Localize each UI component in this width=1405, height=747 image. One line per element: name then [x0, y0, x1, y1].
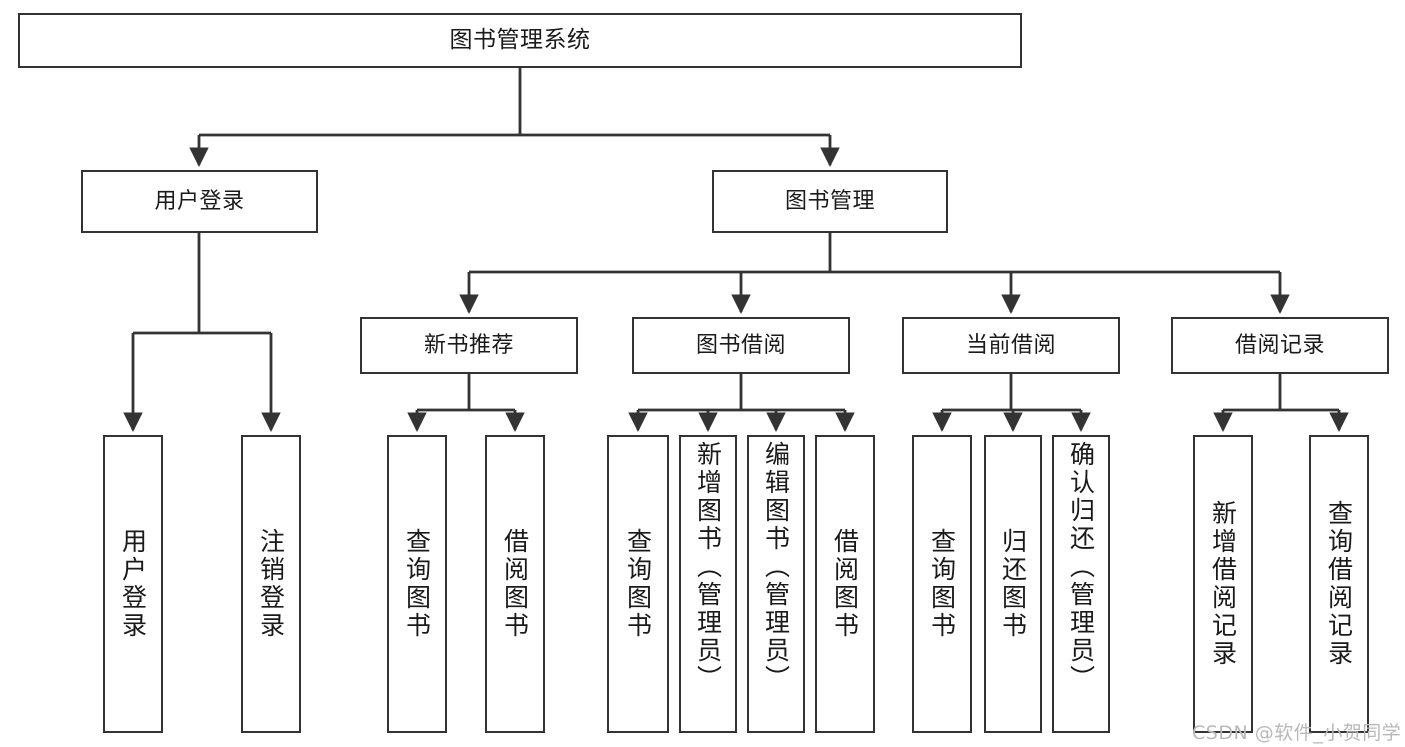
- leaf-node-logout-label: 注销登录: [256, 528, 286, 640]
- leaf-node-edit-book[interactable]: 编辑图书（管理员）: [747, 435, 805, 733]
- leaf-node-add-record-label: 新增借阅记录: [1208, 500, 1238, 668]
- node-user-login-label: 用户登录: [154, 188, 245, 214]
- leaf-node-return-book[interactable]: 归还图书: [984, 435, 1042, 733]
- node-book-manage[interactable]: 图书管理: [712, 170, 948, 233]
- node-borrow-record-label: 借阅记录: [1234, 332, 1325, 358]
- leaf-node-query-record-label: 查询借阅记录: [1324, 500, 1354, 668]
- leaf-node-user-login[interactable]: 用户登录: [103, 435, 163, 733]
- node-current-borrow-label: 当前借阅: [965, 332, 1056, 358]
- leaf-node-query-book-borrow-label: 查询图书: [623, 528, 653, 640]
- node-book-borrow[interactable]: 图书借阅: [632, 317, 850, 374]
- leaf-node-query-book-borrow[interactable]: 查询图书: [607, 435, 669, 733]
- leaf-node-user-login-label: 用户登录: [118, 528, 148, 640]
- leaf-node-borrow-book-rec-label: 借阅图书: [500, 528, 530, 640]
- leaf-node-borrow-book[interactable]: 借阅图书: [815, 435, 875, 733]
- leaf-node-query-book-cur-label: 查询图书: [927, 528, 957, 640]
- node-root-label: 图书管理系统: [449, 26, 591, 53]
- node-new-book-recommend-label: 新书推荐: [423, 332, 514, 358]
- leaf-node-return-book-label: 归还图书: [998, 528, 1028, 640]
- leaf-node-query-book-cur[interactable]: 查询图书: [912, 435, 972, 733]
- node-book-borrow-label: 图书借阅: [695, 332, 786, 358]
- leaf-node-edit-book-label: 编辑图书（管理员）: [761, 441, 791, 693]
- node-book-manage-label: 图书管理: [784, 188, 875, 214]
- leaf-node-add-book-label: 新增图书（管理员）: [693, 441, 723, 693]
- leaf-node-borrow-book-rec[interactable]: 借阅图书: [485, 435, 545, 733]
- node-user-login[interactable]: 用户登录: [81, 170, 318, 233]
- leaf-node-query-book-rec[interactable]: 查询图书: [387, 435, 447, 733]
- leaf-node-add-book[interactable]: 新增图书（管理员）: [679, 435, 737, 733]
- node-current-borrow[interactable]: 当前借阅: [902, 317, 1120, 374]
- leaf-node-confirm-return-label: 确认归还（管理员）: [1066, 441, 1096, 693]
- leaf-node-query-book-rec-label: 查询图书: [402, 528, 432, 640]
- csdn-watermark: CSDN @软件_小贺同学: [1192, 722, 1402, 744]
- leaf-node-query-record[interactable]: 查询借阅记录: [1309, 435, 1369, 733]
- node-new-book-recommend[interactable]: 新书推荐: [360, 317, 578, 374]
- leaf-node-confirm-return[interactable]: 确认归还（管理员）: [1052, 435, 1110, 733]
- node-root[interactable]: 图书管理系统: [18, 13, 1022, 68]
- node-borrow-record[interactable]: 借阅记录: [1171, 317, 1389, 374]
- leaf-node-add-record[interactable]: 新增借阅记录: [1193, 435, 1253, 733]
- leaf-node-borrow-book-label: 借阅图书: [830, 528, 860, 640]
- leaf-node-logout[interactable]: 注销登录: [241, 435, 301, 733]
